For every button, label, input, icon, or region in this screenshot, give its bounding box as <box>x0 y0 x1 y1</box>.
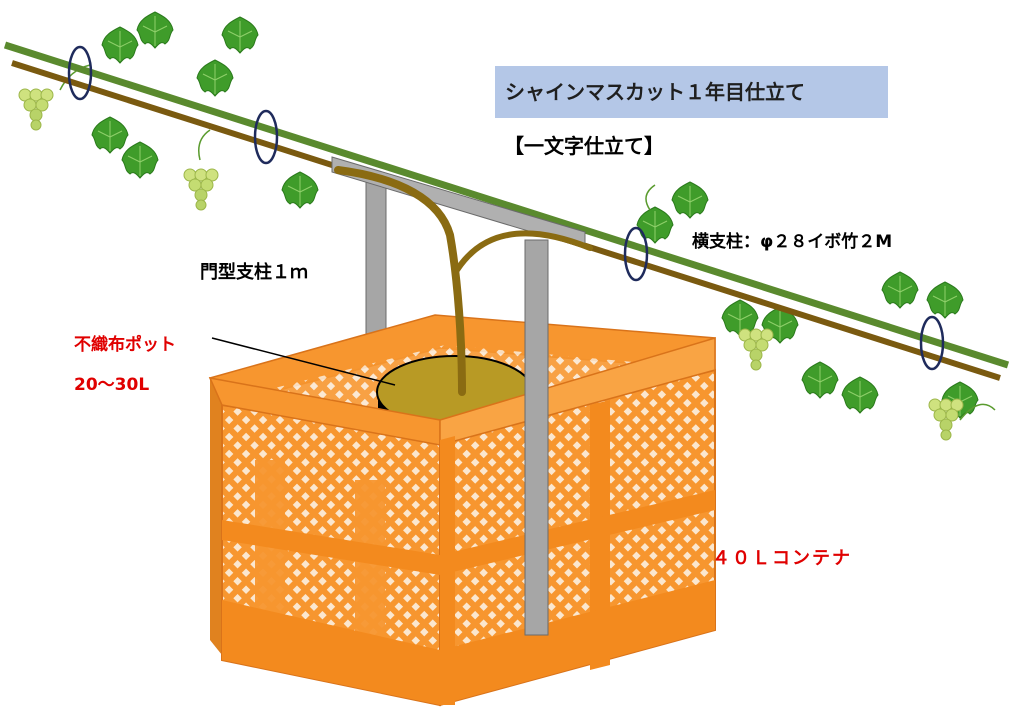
container-label: ４０Ｌコンテナ <box>712 548 852 569</box>
grape-leaf-icon <box>281 171 319 209</box>
vine-branch <box>454 230 593 273</box>
grape-leaf-icon <box>636 206 674 244</box>
container-40l <box>208 314 716 707</box>
tie-rings <box>67 45 945 371</box>
horizontal-bar-green <box>3 41 1010 369</box>
grape-leaf-icon <box>121 141 159 179</box>
grape-leaf-icon <box>801 361 839 399</box>
diagram-subtitle: 【一文字仕立て】 <box>504 134 664 158</box>
grape-cluster-icon <box>738 328 774 371</box>
pot-size-label: 20〜30L <box>74 375 150 395</box>
tie-ring-icon <box>67 45 93 101</box>
gate-post-leg-front <box>524 239 549 636</box>
grape-leaf-icon <box>671 181 709 219</box>
grape-leaf-icon <box>221 16 259 54</box>
grape-cluster-icon <box>183 168 219 211</box>
tie-ring-icon <box>919 315 945 371</box>
pot-leader-line <box>211 337 396 386</box>
grape-leaf-icon <box>101 26 139 64</box>
gate-post-leg-back <box>365 179 387 339</box>
grape-leaf-icon <box>136 11 174 49</box>
foliage <box>18 11 996 441</box>
tie-ring-icon <box>253 109 279 165</box>
grape-cluster-icon <box>18 88 54 131</box>
grape-leaf-icon <box>926 281 964 319</box>
title-box <box>495 66 888 118</box>
grape-leaf-icon <box>841 376 879 414</box>
horizontal-bar-label: 横支柱：φ２８イボ竹２M <box>692 232 893 252</box>
grape-cluster-icon <box>928 398 964 441</box>
diagram-title: シャインマスカット１年目仕立て <box>505 80 805 104</box>
vine-trunk <box>334 166 466 396</box>
grape-leaf-icon <box>881 271 919 309</box>
grape-leaf-icon <box>196 59 234 97</box>
tie-ring-icon <box>623 226 649 282</box>
gate-post-label: 門型支柱１ｍ <box>200 262 308 283</box>
pot-label: 不織布ポット <box>74 335 176 355</box>
grape-leaf-icon <box>91 116 129 154</box>
